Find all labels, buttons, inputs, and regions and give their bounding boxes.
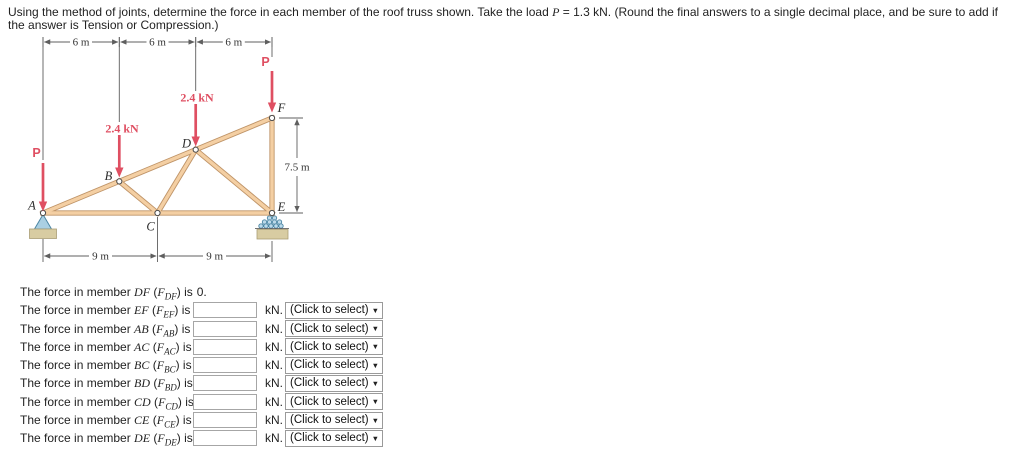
caret-down-icon: ▼	[371, 342, 379, 352]
force-row-CE: The force in member CE (FCE) is kN. (Cli…	[20, 411, 400, 429]
unit-select-DE[interactable]: (Click to select)▼	[285, 429, 383, 447]
caret-down-icon: ▼	[371, 360, 379, 370]
force-input-AC[interactable]	[193, 338, 257, 355]
caret-down-icon: ▼	[371, 324, 379, 334]
roller-support-E	[255, 215, 289, 240]
load-arrows	[38, 71, 277, 212]
force-row-label: The force in member BC (FBC) is	[20, 358, 192, 375]
truss-diagram: 6 m 6 m 6 m 9 m 9 m 7.5 m	[27, 37, 310, 263]
force-row-CD: The force in member CD (FCD) is kN. (Cli…	[20, 393, 400, 411]
force-input-CE[interactable]	[193, 412, 257, 429]
force-row-AC: The force in member AC (FAC) is kN. (Cli…	[20, 338, 400, 356]
problem-statement: Using the method of joints, determine th…	[8, 6, 1016, 31]
node-label-C: C	[146, 220, 155, 234]
unit-select-EF[interactable]: (Click to select)▼	[285, 301, 383, 319]
force-row-label: The force in member BD (FBD) is	[20, 376, 193, 393]
load-symbol: P	[552, 5, 560, 19]
node-label-F: F	[277, 101, 286, 115]
caret-down-icon: ▼	[371, 397, 379, 407]
unit-label: kN.	[265, 303, 283, 318]
node-label-B: B	[105, 169, 113, 183]
unit-select-AC[interactable]: (Click to select)▼	[285, 338, 383, 356]
force-row-label: The force in member EF (FEF) is	[20, 303, 191, 320]
unit-select-AB[interactable]: (Click to select)▼	[285, 320, 383, 338]
unit-label: kN.	[265, 358, 283, 373]
node-label-D: D	[181, 137, 191, 151]
force-value-DF: 0.	[196, 285, 207, 299]
force-row-EF: The force in member EF (FEF) is kN. (Cli…	[20, 301, 400, 320]
force-input-AB[interactable]	[193, 320, 257, 337]
force-input-BC[interactable]	[193, 357, 257, 374]
truss-members	[39, 114, 276, 217]
truss-joints	[39, 114, 276, 217]
unit-label: kN.	[265, 339, 283, 354]
force-row-label: The force in member CD (FCD) is	[20, 394, 194, 412]
force-row-label: The force in member DE (FDE) is	[20, 431, 193, 448]
force-input-EF[interactable]	[193, 302, 257, 319]
unit-select-CE[interactable]: (Click to select)▼	[285, 411, 383, 429]
pin-support-A	[29, 213, 57, 239]
caret-down-icon: ▼	[371, 305, 379, 315]
load-label-P-F: P	[261, 55, 269, 69]
node-label-E: E	[277, 200, 286, 214]
dim-label-9m: 9 m	[206, 251, 223, 263]
load-label-24kN-B: 2.4 kN	[105, 122, 139, 136]
dim-label-6m: 6 m	[73, 37, 90, 49]
caret-down-icon: ▼	[371, 433, 379, 443]
dim-label-height: 7.5 m	[284, 162, 310, 174]
unit-label: kN.	[265, 394, 283, 409]
unit-select-CD[interactable]: (Click to select)▼	[285, 393, 383, 411]
force-row-label: The force in member AC (FAC) is	[20, 339, 192, 357]
load-label-P-A: P	[32, 146, 40, 160]
force-input-BD[interactable]	[193, 375, 257, 392]
force-row-label: The force in member AB (FAB) is	[20, 321, 191, 338]
unit-label: kN.	[265, 376, 283, 391]
unit-select-BD[interactable]: (Click to select)▼	[285, 374, 383, 392]
force-input-CD[interactable]	[193, 393, 257, 410]
unit-select-BC[interactable]: (Click to select)▼	[285, 356, 383, 374]
force-input-DE[interactable]	[193, 430, 257, 447]
force-row-BC: The force in member BC (FBC) is kN. (Cli…	[20, 356, 400, 375]
unit-label: kN.	[265, 431, 283, 446]
force-row-label: The force in member CE (FCE) is	[20, 413, 192, 430]
dim-label-6m: 6 m	[225, 37, 242, 49]
caret-down-icon: ▼	[371, 415, 379, 425]
load-label-24kN-D: 2.4 kN	[180, 91, 214, 105]
dim-label-6m: 6 m	[149, 37, 166, 49]
unit-label: kN.	[265, 413, 283, 428]
node-label-A: A	[27, 199, 36, 213]
unit-label: kN.	[265, 321, 283, 336]
force-row-BD: The force in member BD (FBD) is kN. (Cli…	[20, 374, 400, 393]
statement-text-2: = 1.3 kN. (Round the final answers to a …	[8, 5, 999, 32]
force-row-AB: The force in member AB (FAB) is kN. (Cli…	[20, 320, 400, 338]
dimension-lines	[42, 37, 303, 262]
caret-down-icon: ▼	[371, 378, 379, 388]
force-row-DE: The force in member DE (FDE) is kN. (Cli…	[20, 429, 400, 448]
statement-text: Using the method of joints, determine th…	[8, 5, 553, 19]
dim-label-9m: 9 m	[92, 251, 109, 263]
